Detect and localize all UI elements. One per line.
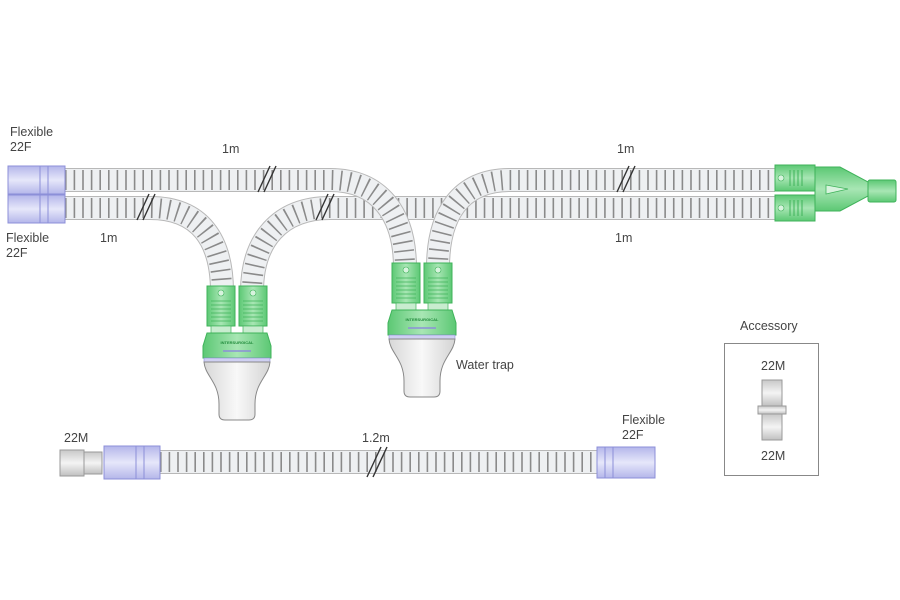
trap-bowl bbox=[203, 361, 271, 421]
accessory-box bbox=[724, 343, 819, 476]
trap-collar bbox=[202, 332, 272, 359]
water-trap-label: Water trap bbox=[456, 358, 514, 372]
accessory-connector bbox=[757, 379, 787, 441]
accessory-title: Accessory bbox=[740, 319, 798, 333]
single-limb-length: 1.2m bbox=[362, 431, 390, 445]
tube-body bbox=[427, 169, 775, 269]
tube-bottom-right bbox=[240, 196, 775, 293]
top-left-length: 1m bbox=[222, 142, 240, 156]
label-line: 22F bbox=[622, 428, 644, 442]
trap-collar bbox=[387, 309, 457, 336]
water-trap-right: INTERSURGICAL bbox=[387, 262, 457, 398]
break-marks bbox=[136, 165, 636, 478]
label-line: Flexible bbox=[10, 125, 54, 139]
label-line: 22F bbox=[10, 140, 32, 154]
trap-logo: INTERSURGICAL bbox=[406, 317, 439, 322]
tubes bbox=[65, 168, 775, 474]
tube-coil bbox=[65, 170, 415, 269]
left-connectors bbox=[7, 165, 66, 224]
tube-coil bbox=[428, 170, 775, 269]
trap-bowl bbox=[388, 338, 456, 398]
trap-logo: INTERSURGICAL bbox=[221, 340, 254, 345]
top-right-length: 1m bbox=[617, 142, 635, 156]
bottom-left-length: 1m bbox=[100, 231, 118, 245]
single-limb-left-connector: 22M bbox=[64, 431, 89, 445]
accessory-bottom-label: 22M bbox=[761, 449, 786, 463]
bottom-right-length: 1m bbox=[615, 231, 633, 245]
label-line: Flexible bbox=[6, 231, 50, 245]
label-line: Flexible bbox=[622, 413, 666, 427]
water-trap-left: INTERSURGICAL bbox=[202, 285, 272, 421]
tube-body bbox=[65, 197, 233, 293]
single-limb-connectors bbox=[59, 445, 656, 480]
label-line: 22F bbox=[6, 246, 28, 260]
tube-body bbox=[241, 197, 775, 293]
tube-body bbox=[65, 169, 416, 269]
accessory-top-label: 22M bbox=[761, 359, 786, 373]
y-piece bbox=[774, 164, 897, 222]
tube-coil bbox=[242, 198, 775, 293]
